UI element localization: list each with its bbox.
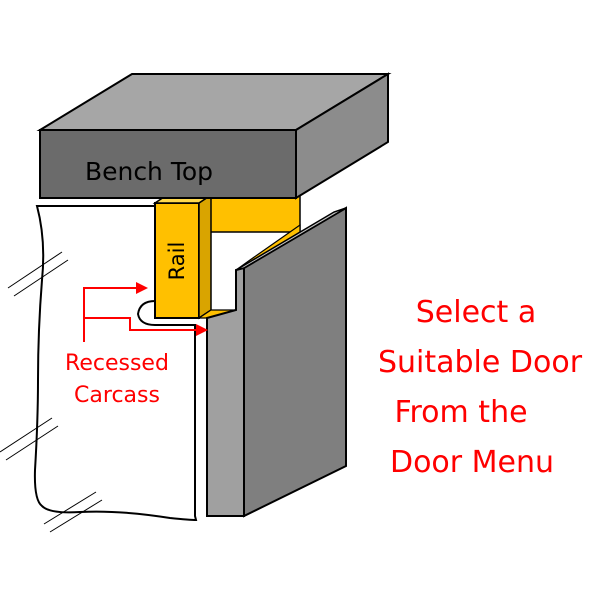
carcass-side-panel [33, 205, 198, 522]
door-top-edge [235, 207, 347, 271]
break-marks-lower [0, 417, 59, 461]
instruction-text: Select a Suitable Door From the Door Men… [378, 295, 583, 480]
recess-arrowhead-lower [196, 324, 208, 336]
break-marks-bottom [43, 491, 103, 533]
door-front [206, 266, 245, 517]
recess-arrowhead-upper [136, 282, 148, 294]
break-marks-upper [7, 251, 69, 297]
instruction-line-2: Suitable Door [378, 345, 583, 380]
recessed-carcass-label-line1: Recessed [65, 351, 169, 376]
rail-side [198, 193, 212, 320]
bench-top-front-face [39, 129, 297, 199]
recess-arrow [83, 287, 198, 342]
bench-top-label: Bench Top [85, 157, 213, 186]
instruction-line-1: Select a [416, 295, 536, 330]
instruction-line-3: From the [394, 395, 527, 430]
rail-label: Rail [165, 242, 189, 281]
recessed-carcass-label-line2: Carcass [74, 383, 160, 408]
instruction-line-4: Door Menu [390, 445, 554, 480]
